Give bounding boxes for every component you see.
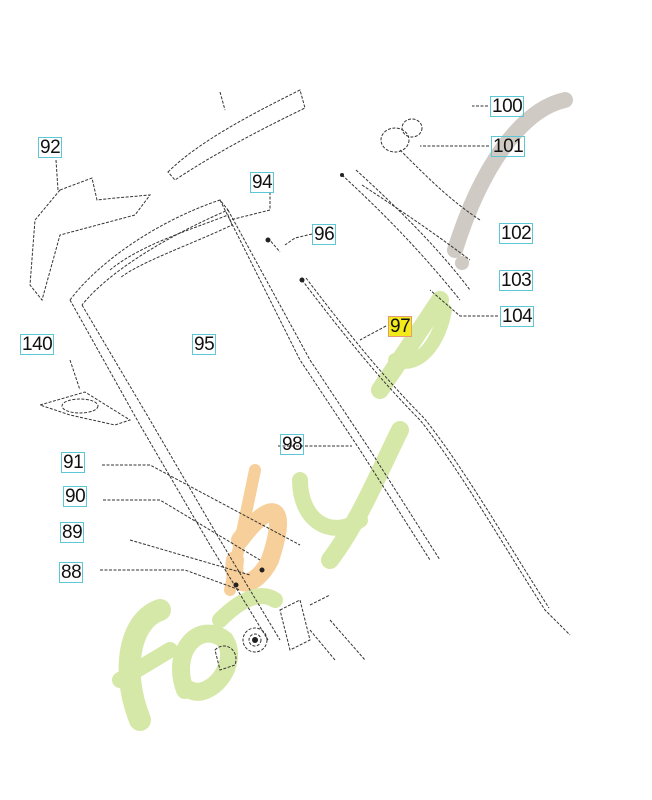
callout-100[interactable]: 100 xyxy=(490,96,525,117)
callout-94[interactable]: 94 xyxy=(250,172,275,193)
callout-140[interactable]: 140 xyxy=(20,334,55,355)
callout-103[interactable]: 103 xyxy=(499,270,534,291)
callout-92[interactable]: 92 xyxy=(38,137,63,158)
callout-95[interactable]: 95 xyxy=(192,334,217,355)
callout-89[interactable]: 89 xyxy=(60,522,85,543)
callout-104[interactable]: 104 xyxy=(500,306,535,327)
callout-101[interactable]: 101 xyxy=(491,136,526,157)
callout-91[interactable]: 91 xyxy=(61,452,86,473)
callout-88[interactable]: 88 xyxy=(59,562,84,583)
callout-98[interactable]: 98 xyxy=(280,434,305,455)
callout-90[interactable]: 90 xyxy=(63,486,88,507)
callout-102[interactable]: 102 xyxy=(499,223,534,244)
callout-97-highlighted[interactable]: 97 xyxy=(388,316,413,337)
callout-96[interactable]: 96 xyxy=(312,224,337,245)
